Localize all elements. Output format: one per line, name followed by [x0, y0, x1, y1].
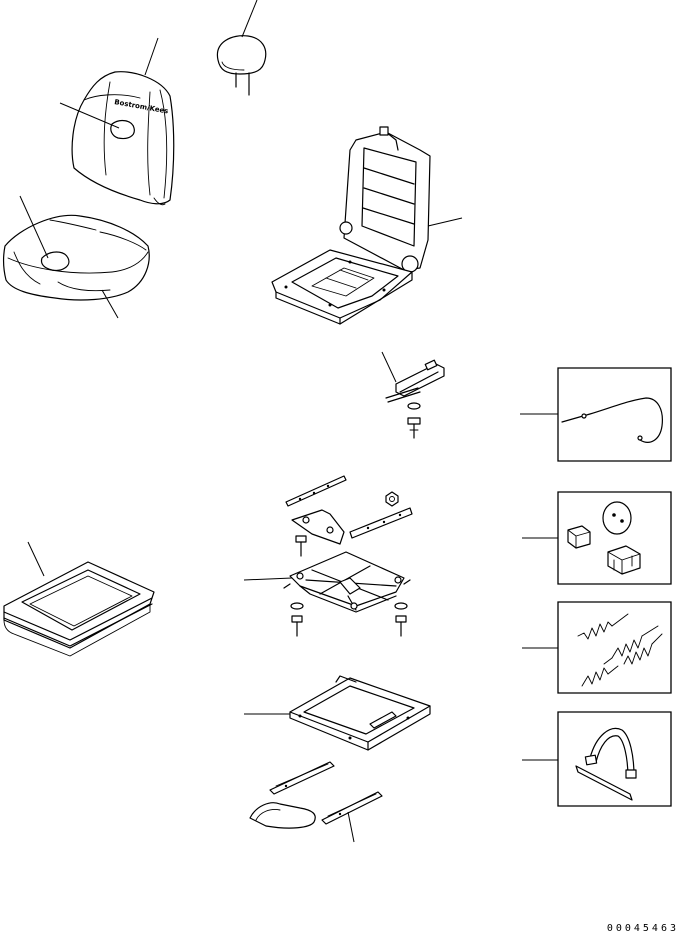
leader-seat-frame — [428, 218, 462, 226]
upper-bracket[interactable] — [292, 510, 344, 544]
leader-backrest — [145, 38, 158, 75]
bolt[interactable] — [408, 418, 420, 438]
seat-cushion[interactable] — [4, 215, 150, 300]
leader-seat-cushion-logo — [20, 196, 48, 258]
lower-rail-left[interactable] — [270, 762, 334, 794]
slide-lever[interactable] — [386, 360, 444, 402]
leader-lumbar-label — [60, 103, 119, 128]
leader-lower-rail — [348, 812, 354, 842]
bolt-lower-right[interactable] — [396, 616, 406, 636]
suspension-mechanism[interactable] — [284, 552, 410, 612]
lower-rail-right[interactable] — [322, 792, 382, 824]
leader-headrest — [242, 0, 257, 37]
headrest[interactable] — [217, 36, 265, 95]
bolt-lower-left[interactable] — [292, 616, 302, 636]
cable-kit-box[interactable] — [558, 368, 671, 461]
washer-lower-left[interactable] — [291, 603, 303, 609]
nut[interactable] — [386, 492, 398, 506]
upper-rail-left[interactable] — [286, 476, 346, 506]
rail-cable[interactable] — [250, 803, 315, 828]
seat-cover-boot[interactable] — [4, 562, 154, 656]
base-frame[interactable] — [290, 676, 430, 750]
leader-seat-cushion — [102, 290, 118, 318]
seat-frame[interactable] — [272, 127, 430, 324]
washer[interactable] — [408, 403, 420, 409]
strap-kit-box[interactable] — [558, 712, 671, 806]
leader-suspension — [244, 578, 292, 580]
upper-rail-right[interactable] — [350, 508, 412, 538]
spring-kit-box[interactable] — [558, 602, 671, 693]
washer-lower-right[interactable] — [395, 603, 407, 609]
bolt-upper[interactable] — [296, 536, 306, 556]
knob-kit-box[interactable] — [558, 492, 671, 584]
backrest-cushion[interactable]: Bostrom/Kees — [72, 72, 174, 205]
drawing-number: 00045463 — [606, 923, 679, 934]
leader-slide-lever — [382, 352, 396, 382]
leader-seat-cover — [28, 542, 44, 576]
